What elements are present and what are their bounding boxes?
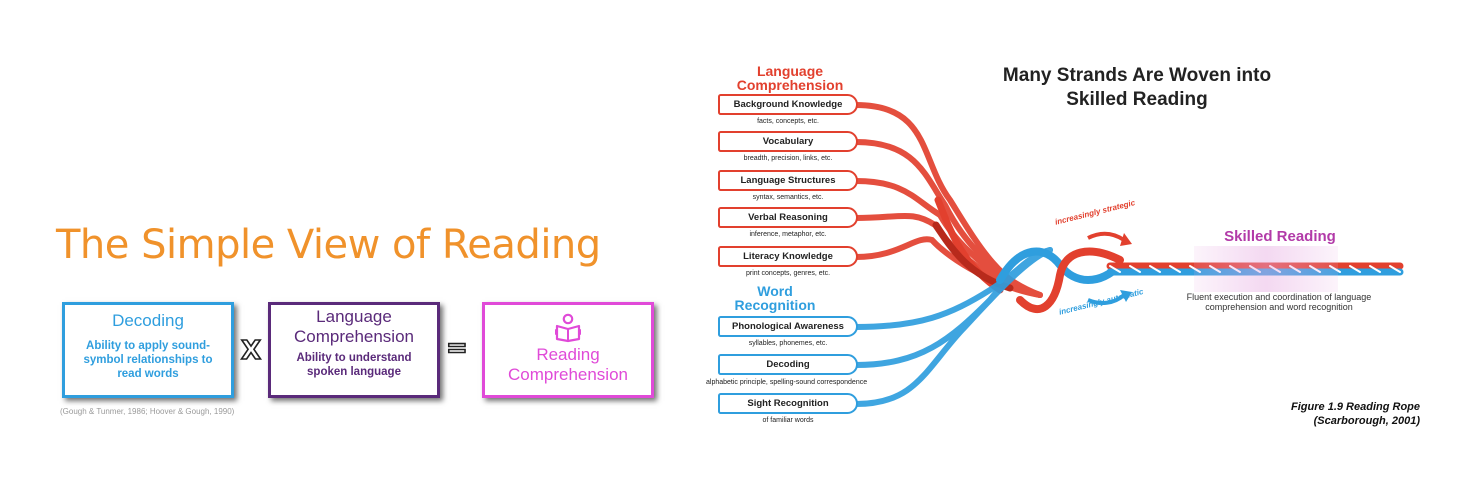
strand-detail: of familiar words	[762, 417, 814, 424]
strand-sight-recognition	[853, 247, 1053, 407]
word-recognition-strands	[853, 247, 1053, 407]
strand-box-phonological-awareness: Phonological Awareness	[718, 316, 858, 337]
automatic-arrow-head	[1120, 290, 1132, 302]
reading-rope-panel: Language Comprehension Background Knowle…	[700, 50, 1460, 450]
strand-box-decoding: Decoding	[718, 354, 858, 375]
strand-box-literacy-knowledge: Literacy Knowledge	[718, 246, 858, 267]
multiply-icon: X	[240, 336, 262, 366]
decoding-heading: Decoding	[112, 311, 184, 330]
strand-detail: syllables, phonemes, etc.	[748, 340, 828, 347]
equals-icon: =	[445, 333, 468, 363]
reading-comprehension-box: Reading Comprehension	[482, 302, 654, 398]
strategic-arrow-head	[1120, 233, 1132, 246]
decoding-description: Ability to apply sound-symbol relationsh…	[83, 340, 213, 380]
automatic-arrow	[1087, 293, 1126, 305]
skilled-reading-rope	[1106, 262, 1404, 276]
simple-view-panel: The Simple View of Reading Decoding Abil…	[0, 200, 672, 432]
skilled-reading-description: Fluent execution and coordination of lan…	[1186, 292, 1372, 312]
decoding-box: Decoding Ability to apply sound-symbol r…	[62, 302, 234, 398]
strand-detail: inference, metaphor, etc.	[749, 231, 827, 238]
strand-detail: print concepts, genres, etc.	[745, 270, 831, 277]
strand-box-background-knowledge: Background Knowledge	[718, 94, 858, 115]
strand-box-sight-recognition: Sight Recognition	[718, 393, 858, 414]
twisted-rope	[996, 247, 1124, 314]
rope-illustration	[853, 102, 1404, 407]
language-comprehension-box: Language Comprehension Ability to unders…	[268, 302, 440, 398]
language-comprehension-heading: Language Comprehension	[293, 307, 414, 346]
strand-box-vocabulary: Vocabulary	[718, 131, 858, 152]
language-comprehension-heading: Language Comprehension	[736, 63, 844, 93]
skilled-reading-heading: Skilled Reading	[1224, 228, 1336, 245]
figure-caption: Figure 1.9 Reading Rope (Scarborough, 20…	[1291, 401, 1420, 427]
strand-box-verbal-reasoning: Verbal Reasoning	[718, 207, 858, 228]
rope-title: Many Strands Are Woven into Skilled Read…	[1002, 65, 1272, 110]
simple-view-title: The Simple View of Reading	[56, 222, 601, 268]
reading-person-icon	[555, 313, 581, 343]
strand-detail: alphabetic principle, spelling-sound cor…	[706, 379, 868, 386]
word-recognition-heading: Word Recognition	[734, 283, 816, 313]
strand-detail: facts, concepts, etc.	[757, 118, 819, 125]
skilled-reading-highlight	[1194, 246, 1338, 292]
simple-view-citation: (Gough & Tunmer, 1986; Hoover & Gough, 1…	[60, 407, 235, 416]
reading-comprehension-heading: Reading Comprehension	[507, 345, 628, 384]
strand-box-language-structures: Language Structures	[718, 170, 858, 191]
strand-detail: breadth, precision, links, etc.	[743, 155, 833, 162]
strategic-arrow	[1087, 231, 1126, 242]
strand-detail: syntax, semantics, etc.	[752, 194, 824, 201]
language-comprehension-description: Ability to understand spoken language	[296, 352, 412, 378]
